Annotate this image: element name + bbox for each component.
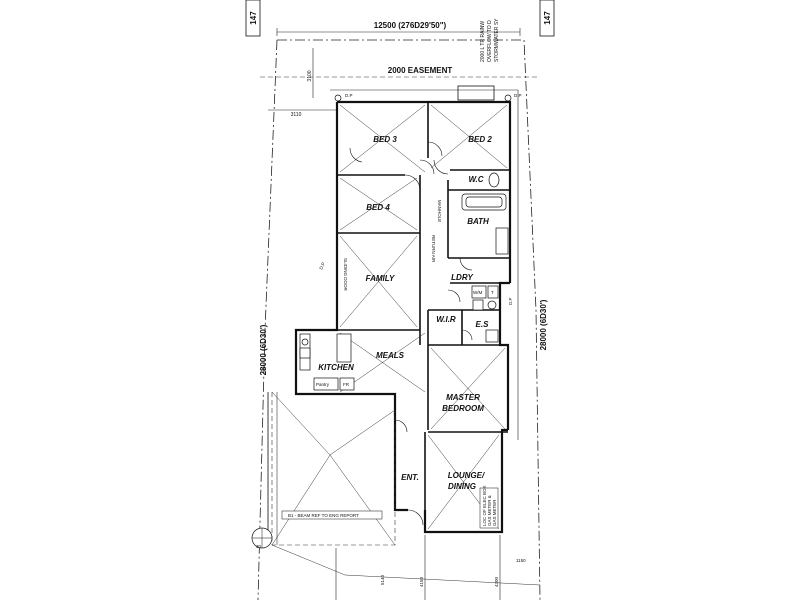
- room-lounge-line2: DINING: [448, 482, 476, 491]
- beam-note: B1 - BEAM REF TO ENG REPORT: [288, 513, 359, 518]
- pantry-box: [313, 377, 339, 391]
- front-setback-a: 4150: [419, 576, 424, 587]
- room-es: E.S: [476, 320, 490, 329]
- room-diagonals: [339, 104, 508, 530]
- meter-note-box: [479, 487, 499, 529]
- lot-tag-right: [539, 0, 555, 37]
- kitchen-cooktop: [299, 347, 311, 359]
- svg-text:OVERFLOW TO D: OVERFLOW TO D: [487, 20, 493, 62]
- room-master-line1: MASTER: [446, 393, 480, 402]
- driveway-line: [271, 544, 541, 586]
- lot-tag-left: [245, 0, 261, 37]
- meter-note: LOC OF ELEC BOX GAS METER & GAS METER: [482, 485, 497, 526]
- side-front-setback: 1150: [516, 558, 526, 563]
- room-kitchen: KITCHEN: [318, 363, 354, 372]
- kitchen-island: [336, 333, 352, 363]
- garage-outline: [267, 391, 396, 546]
- frontage-dimension: 12500 (276D29'50"): [374, 21, 447, 30]
- lot-tag-right-text: 147: [543, 11, 552, 25]
- sliding-door-note: SLIDING DOOR: [343, 258, 348, 292]
- svg-text:LOC OF ELEC BOX: LOC OF ELEC BOX: [482, 485, 487, 526]
- room-wir: W.I.R: [436, 315, 456, 324]
- beam-note-box: [281, 510, 383, 520]
- front-setback-b: 4300: [494, 576, 499, 587]
- room-entry: ENT.: [401, 473, 419, 482]
- svg-text:W/M: W/M: [473, 290, 482, 295]
- downpipe-markers: D.P D.P D.P D.P: [318, 93, 521, 305]
- ensuite-shower: [472, 299, 484, 311]
- front-setback-c: 5140: [380, 574, 385, 585]
- toilet-wc: [488, 172, 500, 188]
- washing-machine: [471, 285, 487, 299]
- svg-text:GAS METER: GAS METER: [492, 499, 497, 526]
- room-ldry: LDRY: [451, 273, 473, 282]
- rainwater-tank: [457, 85, 495, 101]
- ensuite-vanity: [485, 329, 499, 343]
- svg-text:2000 L TR RAINW: 2000 L TR RAINW: [480, 21, 486, 62]
- room-bed4: BED 4: [366, 203, 390, 212]
- rear-setback: 3100: [307, 70, 313, 81]
- manhole-note: MANHOLE: [437, 200, 442, 222]
- side-setback: 3110: [291, 112, 302, 118]
- lot-boundary: [277, 39, 541, 600]
- easement-label: 2000 EASEMENT: [388, 66, 453, 75]
- eave-line: [330, 89, 519, 440]
- depth-right: 28000 (6D30'): [539, 299, 548, 350]
- lot-boundary-left: [257, 39, 278, 600]
- bath-vanity: [495, 227, 509, 255]
- depth-left: 28000 (6D30'): [259, 324, 268, 375]
- room-master-line2: BEDROOM: [442, 404, 484, 413]
- fridge-label: FR: [343, 382, 350, 387]
- laundry-trough: [487, 285, 499, 299]
- room-family: FAMILY: [366, 274, 395, 283]
- door-swings: [349, 141, 473, 526]
- room-lounge-line1: LOUNGE/: [448, 471, 485, 480]
- kitchen-sink: [301, 338, 309, 346]
- ensuite-basin: [487, 300, 497, 310]
- room-meals: MEALS: [376, 351, 405, 360]
- room-bed3: BED 3: [373, 135, 397, 144]
- fridge-box: [339, 377, 355, 391]
- return-air-note: RETURN AIR: [431, 235, 436, 263]
- internal-walls: [337, 102, 510, 510]
- svg-text:T: T: [491, 290, 494, 295]
- svg-text:GAS METER &: GAS METER &: [487, 495, 492, 526]
- svg-text:D.P: D.P: [345, 93, 353, 98]
- house-outline: [294, 100, 512, 534]
- room-bath: BATH: [467, 217, 489, 226]
- svg-text:D.P: D.P: [318, 261, 326, 270]
- tree-label: 30: [256, 544, 262, 549]
- room-wc: W.C: [469, 175, 484, 184]
- pantry-label: Pantry: [316, 382, 330, 387]
- svg-text:D.P: D.P: [508, 297, 513, 305]
- room-bed2: BED 2: [468, 135, 492, 144]
- lot-tag-left-text: 147: [249, 11, 258, 25]
